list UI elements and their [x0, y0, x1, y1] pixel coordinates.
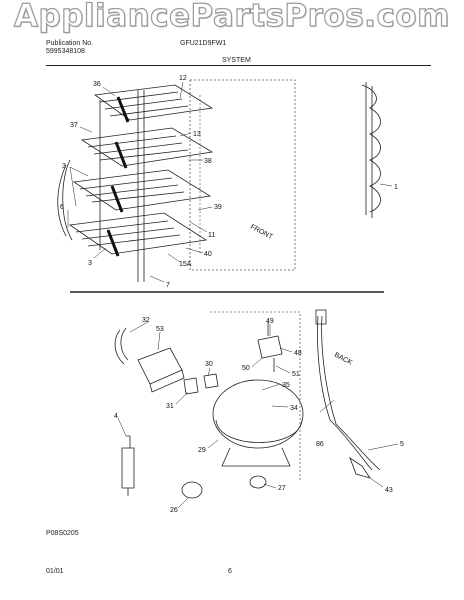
callout-32: 32: [142, 317, 150, 324]
callout-38: 38: [204, 158, 212, 165]
callout-31: 31: [166, 403, 174, 410]
watermark: AppliancePartsPros.com: [13, 0, 450, 35]
callout-13: 13: [193, 131, 201, 138]
callout-51: 51: [292, 371, 300, 378]
callout-39: 39: [214, 204, 222, 211]
page-number: 6: [228, 568, 232, 575]
callout-30: 30: [205, 361, 213, 368]
publication-label: Publication No.: [46, 40, 94, 47]
callout-5: 5: [400, 441, 404, 448]
model-number: GFU21D9FW1: [180, 40, 227, 47]
callout-40: 40: [204, 251, 212, 258]
callout-37: 37: [70, 122, 78, 129]
callout-86: 86: [316, 441, 324, 448]
callout-7: 7: [166, 282, 170, 289]
back-label: BACK: [333, 352, 353, 367]
callout-29: 29: [198, 447, 206, 454]
header-rule: [46, 65, 431, 66]
callout-3-upper: 3: [62, 163, 66, 170]
section-title: SYSTEM: [222, 57, 251, 64]
callout-34: 34: [290, 405, 298, 412]
callout-1: 1: [394, 184, 398, 191]
figure-code: P08S0205: [46, 530, 79, 537]
evaporator-coil-assembly: [57, 84, 214, 282]
callout-3-lower: 3: [88, 260, 92, 267]
callout-11: 11: [208, 232, 215, 239]
callout-15a: 15A: [179, 261, 192, 268]
callout-48: 48: [294, 350, 302, 357]
callout-50: 50: [242, 365, 250, 372]
publication-number: 5995348108: [46, 48, 85, 55]
callout-49: 49: [266, 318, 274, 325]
front-label: FRONT: [249, 224, 274, 242]
callout-27: 27: [278, 485, 286, 492]
callout-35: 35: [282, 382, 290, 389]
condenser-coil: [361, 82, 381, 218]
callout-43: 43: [385, 487, 393, 494]
callout-4: 4: [114, 413, 118, 420]
callout-53: 53: [156, 326, 164, 333]
callout-26: 26: [170, 507, 178, 514]
callout-12: 12: [179, 75, 187, 82]
callout-36: 36: [93, 81, 101, 88]
footer-date: 01/01: [46, 568, 64, 575]
callout-6: 6: [60, 204, 64, 211]
